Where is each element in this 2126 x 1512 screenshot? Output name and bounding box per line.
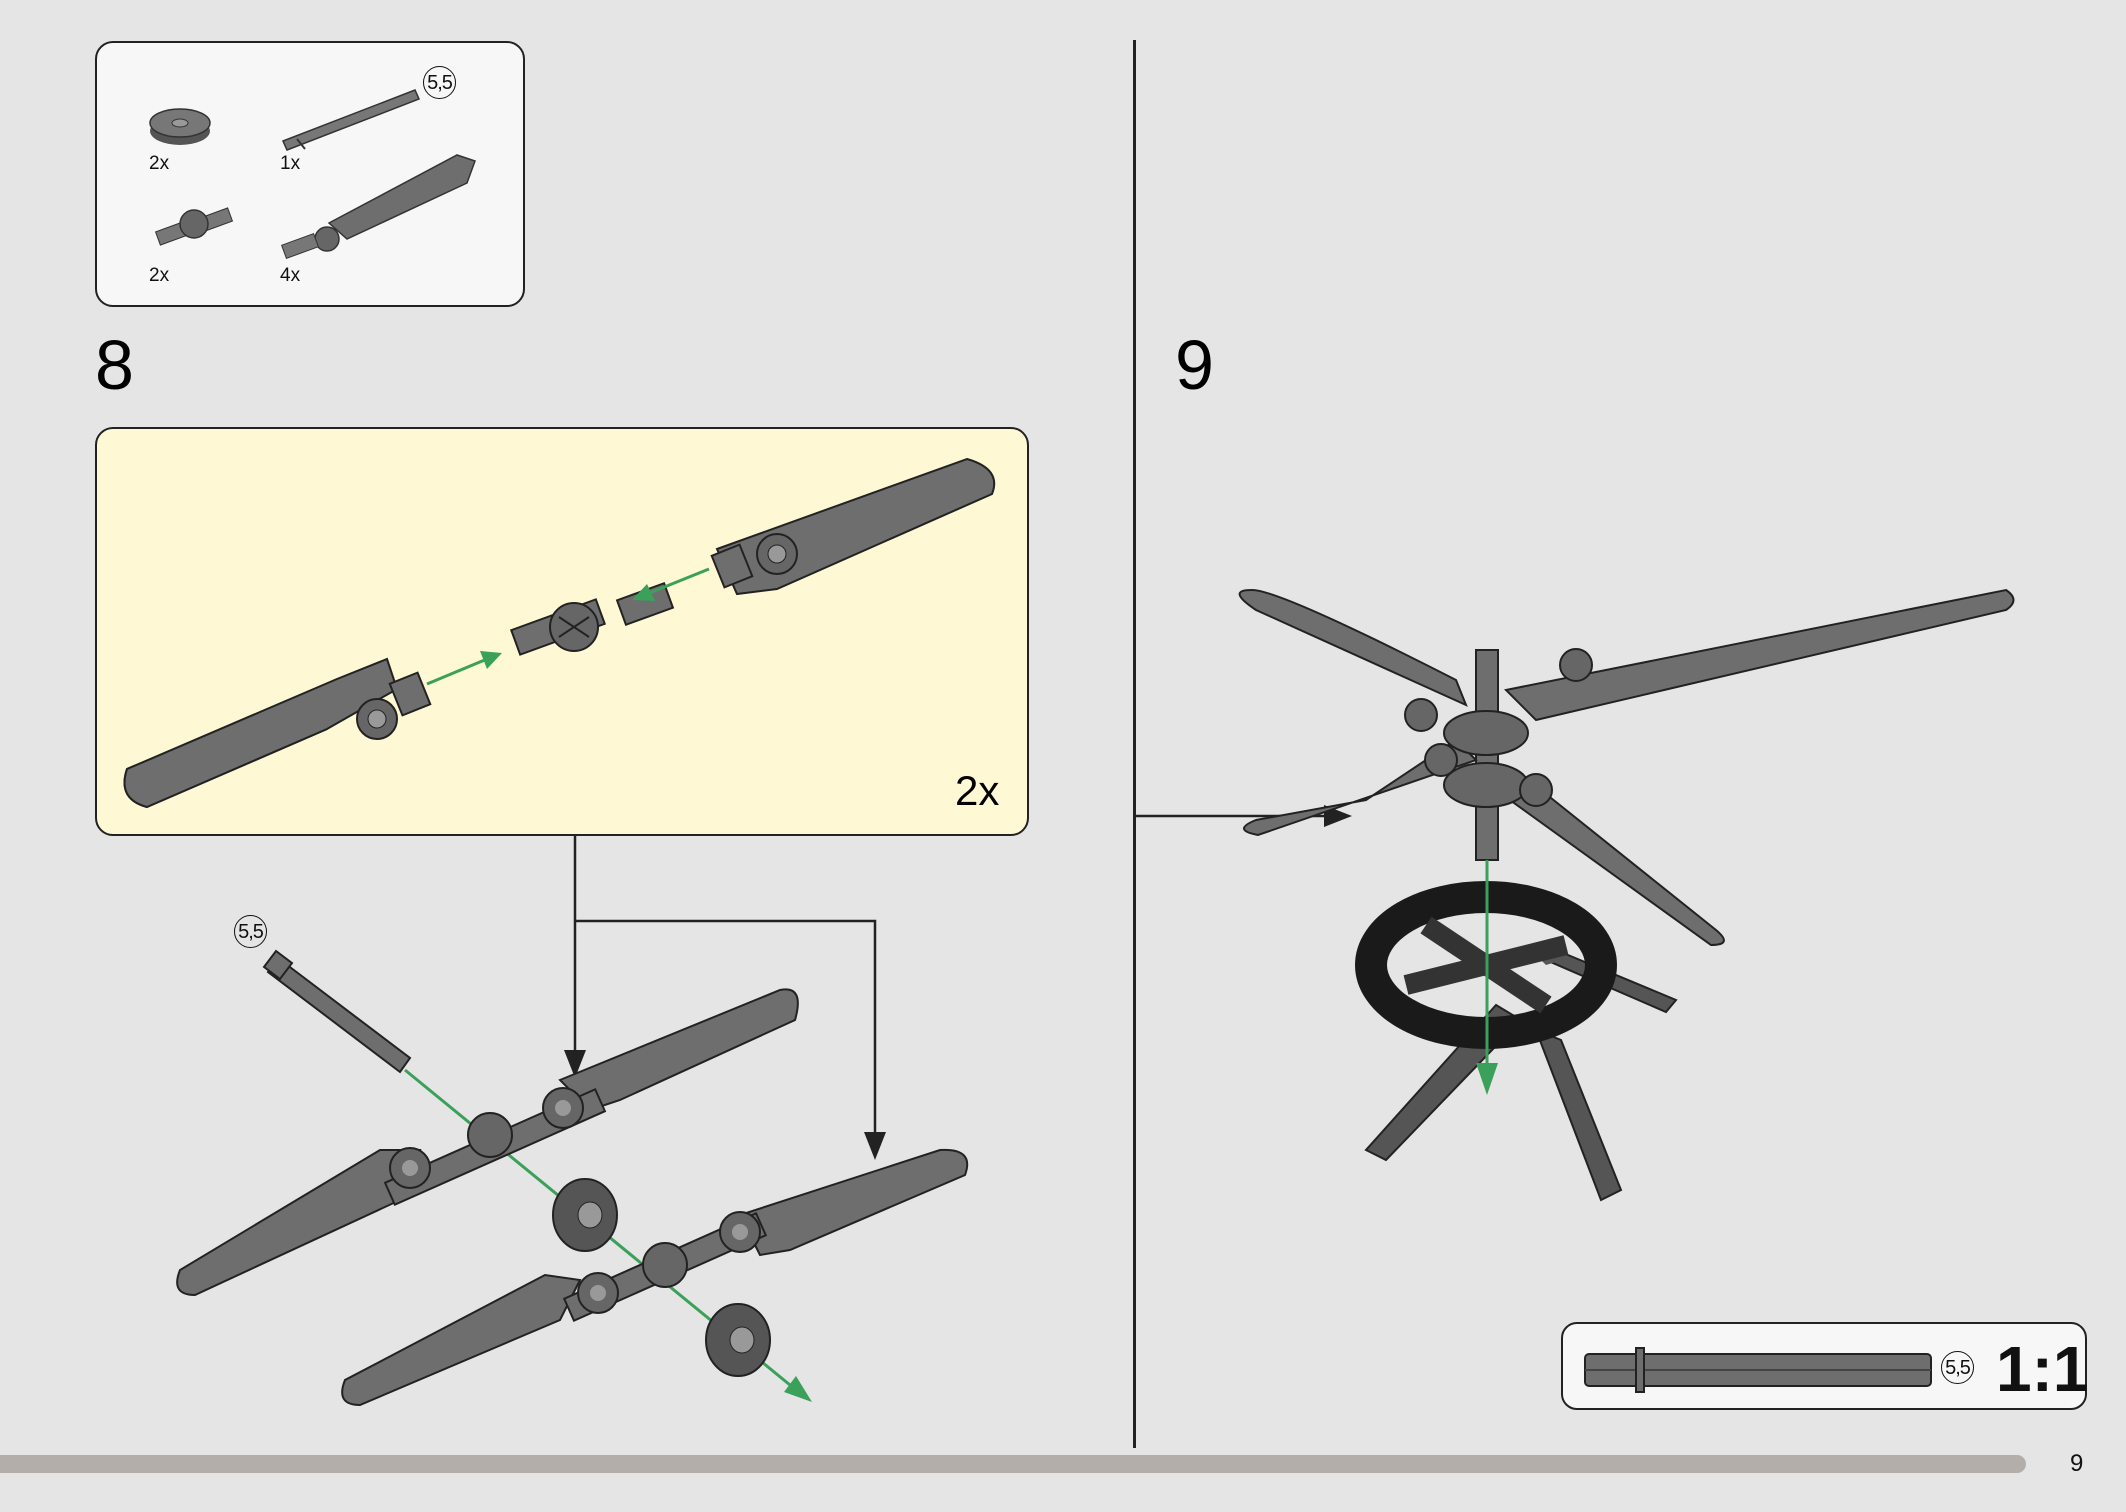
qty-axle-connector: 2x [149,265,170,286]
axle-connector-icon [154,207,234,246]
subassembly-multiplier: 2x [955,767,1000,814]
assembly-arrow-right [632,567,710,601]
step8-assembly-art [176,836,969,1407]
axle-length-badge: 5,5 [423,66,456,99]
rotor-blade-icon [1238,588,1468,707]
scale-reference-box: 5,5 1:1 [1561,1322,2089,1410]
parts-list-art [149,89,476,260]
round-tile-icon [149,108,211,145]
qty-rotor-blade: 4x [280,265,301,286]
round-tile-icon [705,1303,771,1377]
lower-rotor-assembly [341,1148,969,1407]
round-tile-icon [552,1178,618,1252]
step8-axle-length-badge: 5,5 [234,915,267,948]
step-number-8: 8 [95,326,134,404]
axle-icon [281,89,421,151]
subassembly-callout-lines [564,836,886,1160]
scale-axle-length-badge: 5,5 [1941,1351,1974,1384]
upper-rotor-assembly [176,988,799,1297]
step-number-9: 9 [1175,326,1214,404]
axle-connector-icon [509,581,675,656]
parts-list-box: 2x 1x 2x 4x 5,5 [95,41,525,307]
rotor-hub [1404,648,1593,808]
subassembly-box: 2x [95,427,1029,836]
rotor-blade-icon [1494,768,1725,947]
rotor-blade-icon [280,154,476,260]
rotor-blade-icon [710,457,996,596]
subassembly-art [123,457,996,809]
qty-round-tile: 2x [149,153,170,174]
page-number: 9 [2070,1450,2084,1477]
assembly-arrow-left [426,651,502,686]
rotor-blade-icon [123,657,432,809]
scale-axle-art [1584,1347,1932,1393]
step9-assembly-art [1136,588,2015,1202]
rotor-blade-icon [1503,588,2015,722]
page-divider [1133,40,1136,1448]
page-progress-bar [0,1455,2026,1473]
qty-axle: 1x [280,153,301,174]
axle-icon [262,949,412,1074]
axle-icon [1584,1347,1932,1393]
scale-ratio: 1:1 [1996,1333,2089,1405]
